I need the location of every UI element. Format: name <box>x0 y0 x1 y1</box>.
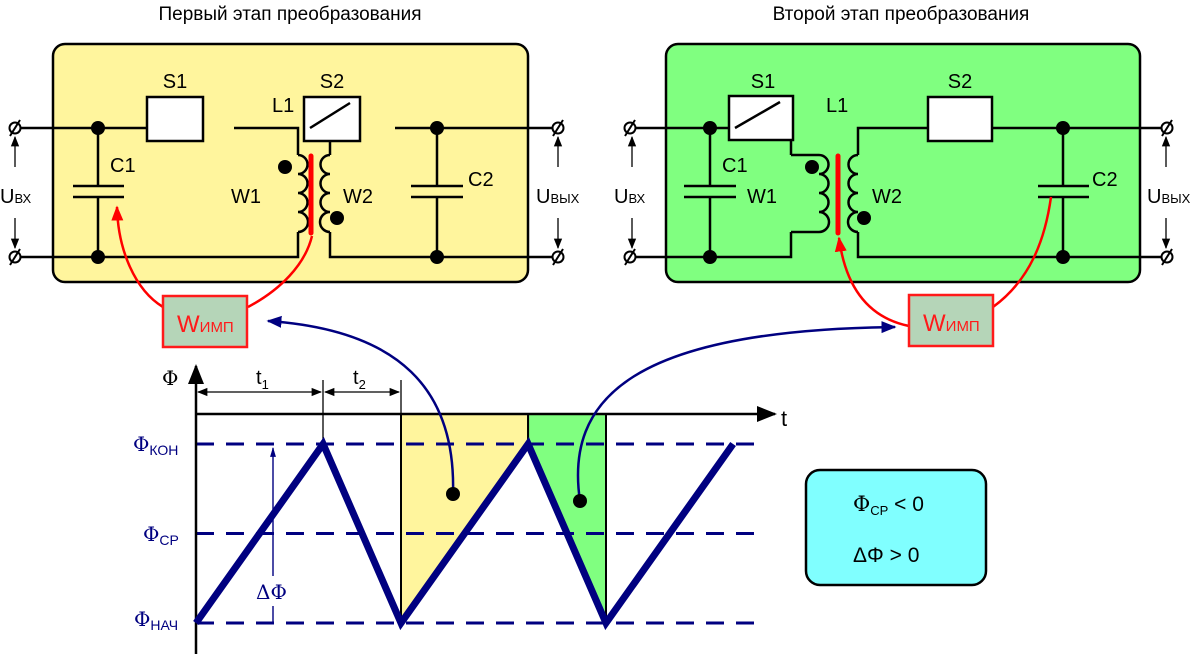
flux-chart: Φ t t1 t2 ΦКОН ΦСР ΦНАЧ ΔΦ <box>133 364 787 654</box>
delta-phi-label: ΔΦ <box>256 580 287 604</box>
junction-dot <box>91 250 105 264</box>
energy-link-from-c2 <box>992 196 1053 309</box>
stage1-switch-s1 <box>145 95 205 143</box>
y-axis-label: Φ <box>162 366 178 390</box>
level-label-nach: ΦНАЧ <box>134 607 178 633</box>
stage1-impulse-box <box>161 294 249 349</box>
x-axis-label: t <box>781 406 787 431</box>
terminal-icon <box>551 119 565 137</box>
stage2-s1-label: S1 <box>751 71 775 93</box>
stage1-w2-label: W2 <box>343 186 373 208</box>
energy-link-from-core <box>247 235 314 309</box>
stage2-circuit: Второй этап преобразования S1 S2 L1 W1 W… <box>614 4 1191 348</box>
stage1-winding-w1 <box>297 153 310 234</box>
condition-box: ΦСР < 0 ΔΦ > 0 <box>804 468 988 587</box>
condition-line1: ΦСР < 0 <box>853 492 924 518</box>
terminal-icon <box>623 119 637 137</box>
stage2-title: Второй этап преобразования <box>773 4 1030 25</box>
junction-dot <box>1056 121 1070 135</box>
junction-dot <box>1056 250 1070 264</box>
stage2-winding-w2 <box>846 153 859 234</box>
level-label-kon: ΦКОН <box>133 432 178 458</box>
polarity-dot <box>857 211 871 225</box>
stage2-u-in-label: UВХ <box>614 186 646 208</box>
stage2-l1-label: L1 <box>826 95 848 117</box>
terminal-icon <box>1160 248 1174 266</box>
stage1-title: Первый этап преобразования <box>158 4 421 25</box>
polarity-dot <box>278 160 292 174</box>
junction-dot <box>430 250 444 264</box>
stage1-u-in-label: UВХ <box>0 186 32 208</box>
stage1-energy-dot <box>446 487 460 501</box>
stage1-energy-arrow <box>266 315 455 495</box>
polarity-dot <box>330 211 344 225</box>
terminal-icon <box>623 248 637 266</box>
stage2-switch-s1 <box>727 94 795 142</box>
stage2-u-out-label: UВЫХ <box>1147 186 1191 208</box>
junction-dot <box>430 121 444 135</box>
level-label-sr: ΦСР <box>143 522 179 548</box>
t2-label: t2 <box>353 367 366 392</box>
terminal-icon <box>1160 119 1174 137</box>
stage2-impulse-box <box>907 293 995 348</box>
stage2-energy-dot <box>573 494 587 508</box>
stage2-w1-label: W1 <box>747 186 777 208</box>
junction-dot <box>703 121 717 135</box>
condition-line2: ΔΦ > 0 <box>853 544 919 567</box>
stage2-s2-label: S2 <box>948 71 972 93</box>
stage1-winding-w2 <box>318 153 331 234</box>
stage1-l1-label: L1 <box>272 95 294 117</box>
energy-arrow-to-core <box>834 236 910 328</box>
stage1-s2-label: S2 <box>320 71 344 93</box>
terminal-icon <box>551 248 565 266</box>
energy-arrow-to-c1 <box>111 205 164 309</box>
stage2-w2-label: W2 <box>872 186 902 208</box>
stage1-c2-label: C2 <box>468 169 494 191</box>
terminal-icon <box>8 119 22 137</box>
stage2-c1-label: C1 <box>722 155 748 177</box>
polarity-dot <box>805 160 819 174</box>
stage1-s1-label: S1 <box>163 71 187 93</box>
stage1-switch-s2 <box>302 95 362 143</box>
stage1-u-out-label: UВЫХ <box>536 186 580 208</box>
stage2-winding-w1 <box>818 153 831 234</box>
stage1-circuit: Первый этап преобразования S1 S2 L1 W1 <box>0 4 580 349</box>
flux-waveform <box>193 436 736 631</box>
stage1-c1-label: C1 <box>110 155 136 177</box>
stage1-w1-label: W1 <box>231 186 261 208</box>
terminal-icon <box>8 248 22 266</box>
stage2-energy-arrow <box>576 321 897 502</box>
stage2-switch-s2 <box>926 95 994 143</box>
junction-dot <box>703 250 717 264</box>
stage1-impulse-label: WИМП <box>177 311 234 338</box>
t1-label: t1 <box>256 367 269 392</box>
stage2-c2-label: C2 <box>1092 169 1118 191</box>
junction-dot <box>91 121 105 135</box>
stage2-impulse-label: WИМП <box>923 310 980 337</box>
